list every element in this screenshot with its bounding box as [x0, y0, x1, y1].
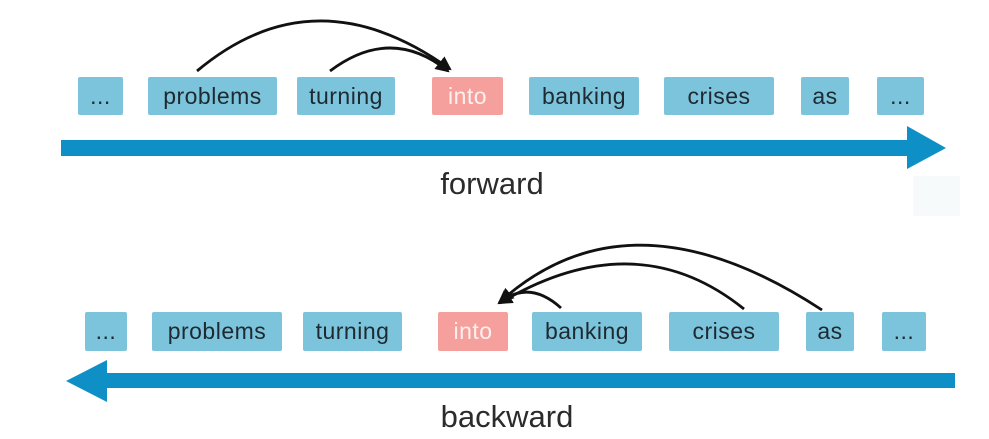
word-box-ellipsis-left: ...: [85, 312, 127, 351]
word-box-turning: turning: [303, 312, 402, 351]
forward-label: forward: [440, 166, 544, 201]
word-box-as: as: [801, 77, 849, 115]
word-box-banking: banking: [532, 312, 642, 351]
backward-label: backward: [440, 399, 574, 434]
word-box-ellipsis-right: ...: [877, 77, 924, 115]
word-box-into-highlight: into: [438, 312, 508, 351]
word-box-into-highlight: into: [432, 77, 503, 115]
render-artifact: [913, 176, 960, 216]
word-box-crises: crises: [664, 77, 774, 115]
word-box-banking: banking: [529, 77, 639, 115]
arc-problems-to-into: [196, 19, 452, 73]
word-box-as: as: [806, 312, 854, 351]
word-box-problems: problems: [148, 77, 277, 115]
arc-as-to-into: [499, 243, 823, 312]
arc-crises-to-into: [498, 262, 745, 311]
word-box-ellipsis-right: ...: [882, 312, 926, 351]
word-box-crises: crises: [669, 312, 779, 351]
word-box-problems: problems: [152, 312, 282, 351]
word-box-ellipsis-left: ...: [78, 77, 123, 115]
word-box-turning: turning: [297, 77, 395, 115]
backward-direction-arrow: [66, 360, 955, 402]
forward-direction-arrow: [61, 126, 946, 169]
arc-turning-to-into: [329, 46, 450, 73]
arc-banking-to-into: [497, 290, 562, 310]
